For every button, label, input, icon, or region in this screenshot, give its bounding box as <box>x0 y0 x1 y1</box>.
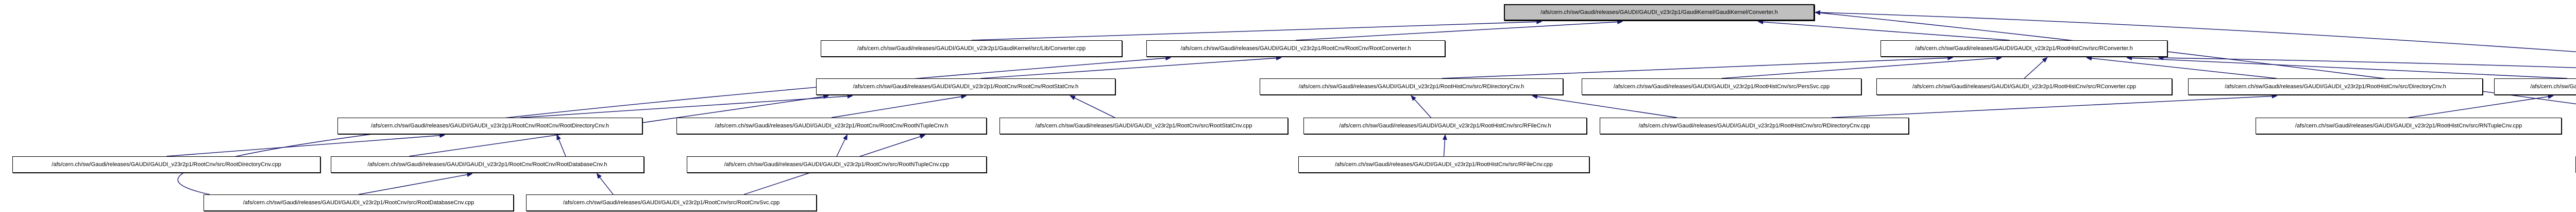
include-edge <box>520 94 853 118</box>
graph-node[interactable]: /afs/cern.ch/sw/Gaudi/releases/GAUDI/GAU… <box>1880 40 2167 57</box>
include-edge <box>1411 95 1432 118</box>
include-edge <box>2158 55 2576 68</box>
graph-node[interactable]: /afs/cern.ch/sw/Gaudi/releases/GAUDI/GAU… <box>526 194 817 211</box>
graph-node[interactable]: /afs/cern.ch/sw/Gaudi/releases/GAUDI/GAU… <box>331 156 644 173</box>
include-edge <box>831 94 967 118</box>
include-edge <box>1295 20 1623 41</box>
graph-node[interactable]: /afs/cern.ch/sw/Gaudi/releases/GAUDI/GAU… <box>816 78 1115 95</box>
include-edge <box>556 134 566 157</box>
graph-node[interactable]: /afs/cern.ch/sw/Gaudi/releases/GAUDI/GAU… <box>2256 118 2562 134</box>
include-edge <box>1070 95 1115 118</box>
graph-node[interactable]: /afs/cern.ch/sw/Gaudi/releases/GAUDI/GAU… <box>1600 118 1909 134</box>
include-edge <box>980 56 1282 79</box>
graph-node[interactable]: /afs/cern.ch/sw/Gaudi/releases/GAUDI/GAU… <box>1303 118 1587 134</box>
include-edge <box>596 173 614 195</box>
graph-node-root[interactable]: /afs/cern.ch/sw/Gaudi/releases/GAUDI/GAU… <box>1504 4 1815 21</box>
include-edge <box>1815 10 2576 52</box>
graph-node[interactable]: /afs/cern.ch/sw/Gaudi/releases/GAUDI/GAU… <box>12 156 320 173</box>
include-edge <box>971 19 1543 41</box>
include-edge <box>358 172 473 195</box>
graph-node[interactable]: /afs/cern.ch/sw/Gaudi/releases/GAUDI/GAU… <box>2188 78 2483 95</box>
include-edge <box>1442 134 1447 157</box>
graph-node[interactable]: /afs/cern.ch/sw/Gaudi/releases/GAUDI/GAU… <box>687 156 987 173</box>
include-edge <box>2024 57 2048 79</box>
include-edge <box>1442 55 1954 79</box>
graph-node[interactable]: /afs/cern.ch/sw/Gaudi/releases/GAUDI/GAU… <box>2494 78 2576 95</box>
include-edge <box>2086 56 2277 79</box>
graph-node[interactable]: /afs/cern.ch/sw/Gaudi/releases/GAUDI/GAU… <box>1146 40 1445 57</box>
include-edge <box>1532 94 1677 118</box>
graph-node[interactable]: /afs/cern.ch/sw/Gaudi/releases/GAUDI/GAU… <box>337 118 642 134</box>
include-edge <box>2126 55 2568 79</box>
graph-node[interactable]: /afs/cern.ch/sw/Gaudi/releases/GAUDI/GAU… <box>204 194 514 211</box>
graph-node[interactable]: /afs/cern.ch/sw/Gaudi/releases/GAUDI/GAU… <box>999 118 1288 134</box>
include-edge <box>166 133 446 157</box>
graph-node[interactable]: /afs/cern.ch/sw/Gaudi/releases/GAUDI/GAU… <box>821 40 1122 57</box>
include-edge <box>836 134 848 157</box>
graph-node[interactable]: /afs/cern.ch/sw/Gaudi/releases/GAUDI/GAU… <box>1876 78 2172 95</box>
graph-node[interactable]: /afs/cern.ch/sw/Gaudi/releases/GAUDI/GAU… <box>1298 156 1589 173</box>
include-edge <box>1757 20 2010 41</box>
graph-node[interactable]: /afs/cern.ch/sw/Gaudi/releases/GAUDI/GAU… <box>1260 78 1563 95</box>
include-edge <box>2408 94 2554 118</box>
graph-node[interactable]: /afs/cern.ch/sw/Gaudi/releases/GAUDI/GAU… <box>1582 78 1861 95</box>
graph-node[interactable]: /afs/cern.ch/sw/Gaudi/releases/GAUDI/GAU… <box>676 118 987 134</box>
include-edge <box>1721 56 2002 79</box>
include-edge <box>1831 93 2278 118</box>
